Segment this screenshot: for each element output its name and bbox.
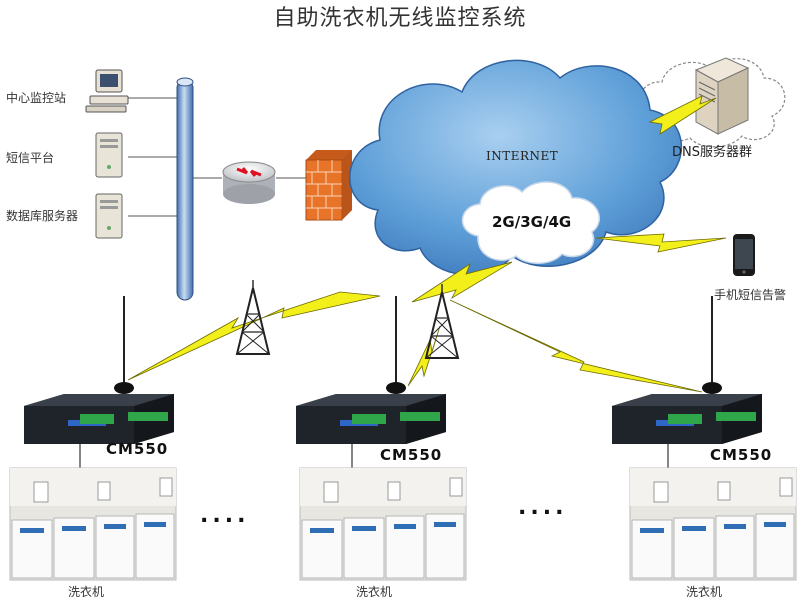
sms-platform-label: 短信平台 [6,151,55,165]
phone-icon [733,234,755,276]
device-model-label: CM550 [106,440,169,458]
laundry-photo-1 [9,467,177,581]
sms-alarm-label: 手机短信告警 [714,288,787,302]
device-group-2 [296,296,446,468]
device-group-3 [612,296,762,468]
mobile-network-cloud [461,181,601,264]
device-model-label: CM550 [380,446,443,464]
server-icon [95,132,123,178]
cell-tower-left [235,280,271,355]
washer-caption: 洗衣机 [356,585,393,599]
ellipsis-right: .... [518,495,568,520]
lightning-tower-mid-device [407,325,441,387]
database-server-icon [95,193,123,239]
mobile-network-label: 2G/3G/4G [492,213,572,231]
laundry-photo-3 [629,467,797,581]
diagram-title: 自助洗衣机无线监控系统 [273,6,527,31]
lightning-cloud-tower-mid [411,261,513,303]
monitoring-station-label: 中心监控站 [6,91,67,105]
washer-caption: 洗衣机 [68,585,105,599]
device-model-label: CM550 [710,446,773,464]
router-icon [222,161,276,204]
lightning-right-device [449,299,703,393]
wireless-links [127,95,727,393]
lightning-phone [595,233,727,253]
dns-servers-label: DNS服务器群 [672,145,752,160]
ellipsis-left: .... [200,503,250,528]
lightning-tower-left [127,291,381,381]
laundry-photo-2 [299,467,467,581]
device-group-1 [24,296,174,468]
internet-label: INTERNET [486,149,559,163]
firewall-icon [305,150,352,221]
backbone-bus [176,77,194,301]
lightning-dns [648,95,717,135]
database-server-label: 数据库服务器 [6,209,79,223]
washer-caption: 洗衣机 [686,585,723,599]
cell-tower-center [424,284,460,359]
dns-server-icon [694,57,750,135]
computer-icon [85,69,129,113]
